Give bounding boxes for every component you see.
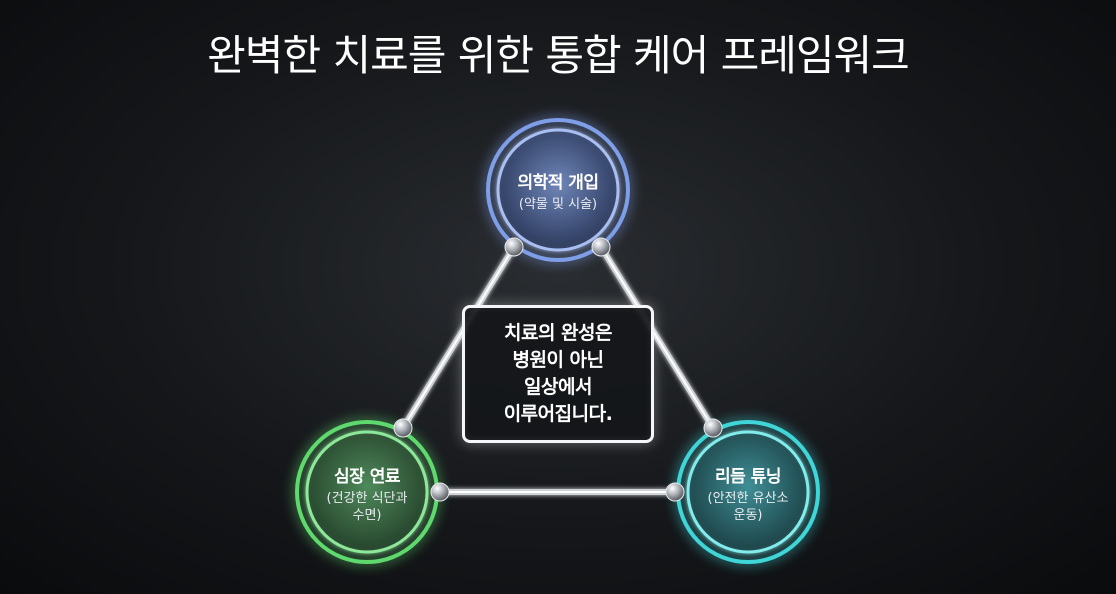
node-medical-sub: (약물 및 시술) xyxy=(518,197,598,212)
node-rhythm-sub: (안전한 유산소 운동) xyxy=(707,491,789,523)
node-medical-ring xyxy=(486,118,630,262)
joint-ball xyxy=(430,482,450,502)
joint-ball xyxy=(665,482,685,502)
joint-balls xyxy=(393,237,723,502)
node-rhythm-label: 리듬 튜닝 xyxy=(715,467,781,487)
center-message: 치료의 완성은 병원이 아닌 일상에서 이루어집니다. xyxy=(503,322,613,425)
joint-ball xyxy=(703,418,723,438)
joint-ball xyxy=(393,418,413,438)
joint-ball xyxy=(591,237,611,257)
node-rhythm: 리듬 튜닝 (안전한 유산소 운동) xyxy=(678,462,818,524)
node-rhythm-ring xyxy=(676,420,820,564)
node-cardio: 심장 연료 (건강한 식단과 수면) xyxy=(297,462,437,524)
node-cardio-label: 심장 연료 xyxy=(334,467,400,487)
center-message-box: 치료의 완성은 병원이 아닌 일상에서 이루어집니다. xyxy=(462,305,654,443)
node-medical: 의학적 개입 (약물 및 시술) xyxy=(488,168,628,213)
joint-ball xyxy=(504,237,524,257)
node-cardio-sub: (건강한 식단과 수면) xyxy=(326,491,408,523)
connector-lines xyxy=(400,244,716,495)
node-medical-label: 의학적 개입 xyxy=(517,173,599,193)
page-title: 완벽한 치료를 위한 통합 케어 프레임워크 xyxy=(207,31,910,80)
